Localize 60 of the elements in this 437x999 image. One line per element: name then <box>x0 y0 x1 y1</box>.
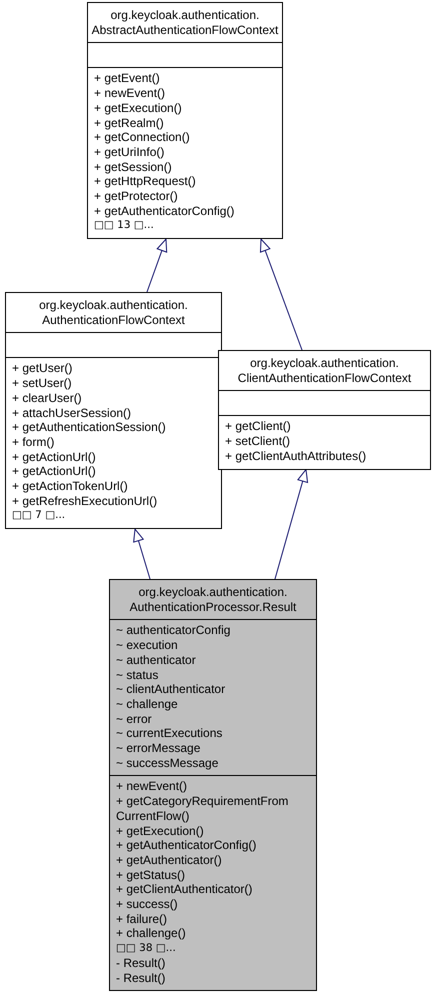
attribute-name: ~ successMessage <box>116 756 218 770</box>
method-name: + getExecution() <box>94 100 182 116</box>
method-name: + failure() <box>116 912 168 926</box>
method-name: + getRefreshExecutionUrl() <box>12 494 158 508</box>
method-name: + getStatus() <box>116 868 186 882</box>
method-name: - Result() <box>116 956 166 971</box>
inheritance-arrow <box>274 469 308 580</box>
method-name: + getEvent() <box>94 71 160 86</box>
inheritance-arrow <box>133 528 150 580</box>
inheritance-arrow <box>260 238 302 350</box>
method-name: + getClientAuthAttributes() <box>225 448 366 464</box>
attribute-name: ~ errorMessage <box>116 741 200 756</box>
method-name: + form() <box>12 434 54 450</box>
attribute-name: ~ challenge <box>116 696 178 712</box>
method-name: + attachUserSession() <box>12 406 132 420</box>
attribute-name: ~ currentExecutions <box>116 726 222 742</box>
method-name: + getRealm() <box>94 116 164 130</box>
class-box <box>87 2 283 240</box>
method-name: + getCategoryRequirementFrom CurrentFlow() <box>116 794 290 824</box>
more-members-note: □□ 7 □... <box>12 508 66 524</box>
method-name: + getAuthenticationSession() <box>12 420 166 435</box>
method-name: + getAuthenticatorConfig() <box>94 204 234 218</box>
inheritance-arrow <box>146 238 168 292</box>
method-name: + getActionTokenUrl() <box>12 479 128 494</box>
method-name: + getConnection() <box>94 130 190 145</box>
method-name: - Result() <box>116 970 166 986</box>
method-name: + setClient() <box>225 434 290 449</box>
method-name: + getExecution() <box>116 824 204 838</box>
method-name: + setUser() <box>12 376 72 391</box>
more-members-note: □□ 13 □... <box>94 218 154 234</box>
method-name: + getUriInfo() <box>94 144 164 160</box>
attribute-name: ~ authenticatorConfig <box>116 623 230 638</box>
method-name: + newEvent() <box>94 86 166 101</box>
class-name: org.keycloak.authentication. AuthenticationFlowContext <box>38 298 189 328</box>
method-name: + getActionUrl() <box>12 464 96 480</box>
method-name: + getActionUrl() <box>12 450 96 464</box>
method-name: + getSession() <box>94 160 172 174</box>
method-name: + getAuthenticator() <box>116 852 222 868</box>
method-name: + clearUser() <box>12 390 82 406</box>
attribute-name: ~ clientAuthenticator <box>116 682 226 697</box>
attribute-name: ~ error <box>116 712 152 726</box>
class-name: org.keycloak.authentication. ClientAuthenticationFlowContext <box>236 356 412 386</box>
attribute-name: ~ status <box>116 668 158 682</box>
method-name: + getHttpRequest() <box>94 174 196 190</box>
method-name: + newEvent() <box>116 779 188 794</box>
class-box <box>5 292 222 530</box>
method-name: + success() <box>116 897 178 912</box>
attribute-name: ~ execution <box>116 638 178 653</box>
method-name: + challenge() <box>116 926 186 942</box>
attribute-name: ~ authenticator <box>116 652 196 668</box>
method-name: + getProtector() <box>94 189 178 204</box>
method-name: + getUser() <box>12 361 72 376</box>
method-name: + getClient() <box>225 419 291 434</box>
more-members-note: □□ 38 □... <box>116 941 176 956</box>
class-box <box>218 350 431 470</box>
class-name: org.keycloak.authentication. AbstractAuthenticationFlowContext <box>91 8 279 38</box>
class-name: org.keycloak.authentication. AuthenticationProcessor.Result <box>128 585 298 614</box>
class-box <box>109 579 317 992</box>
method-name: + getClientAuthenticator() <box>116 882 252 898</box>
method-name: + getAuthenticatorConfig() <box>116 838 256 853</box>
